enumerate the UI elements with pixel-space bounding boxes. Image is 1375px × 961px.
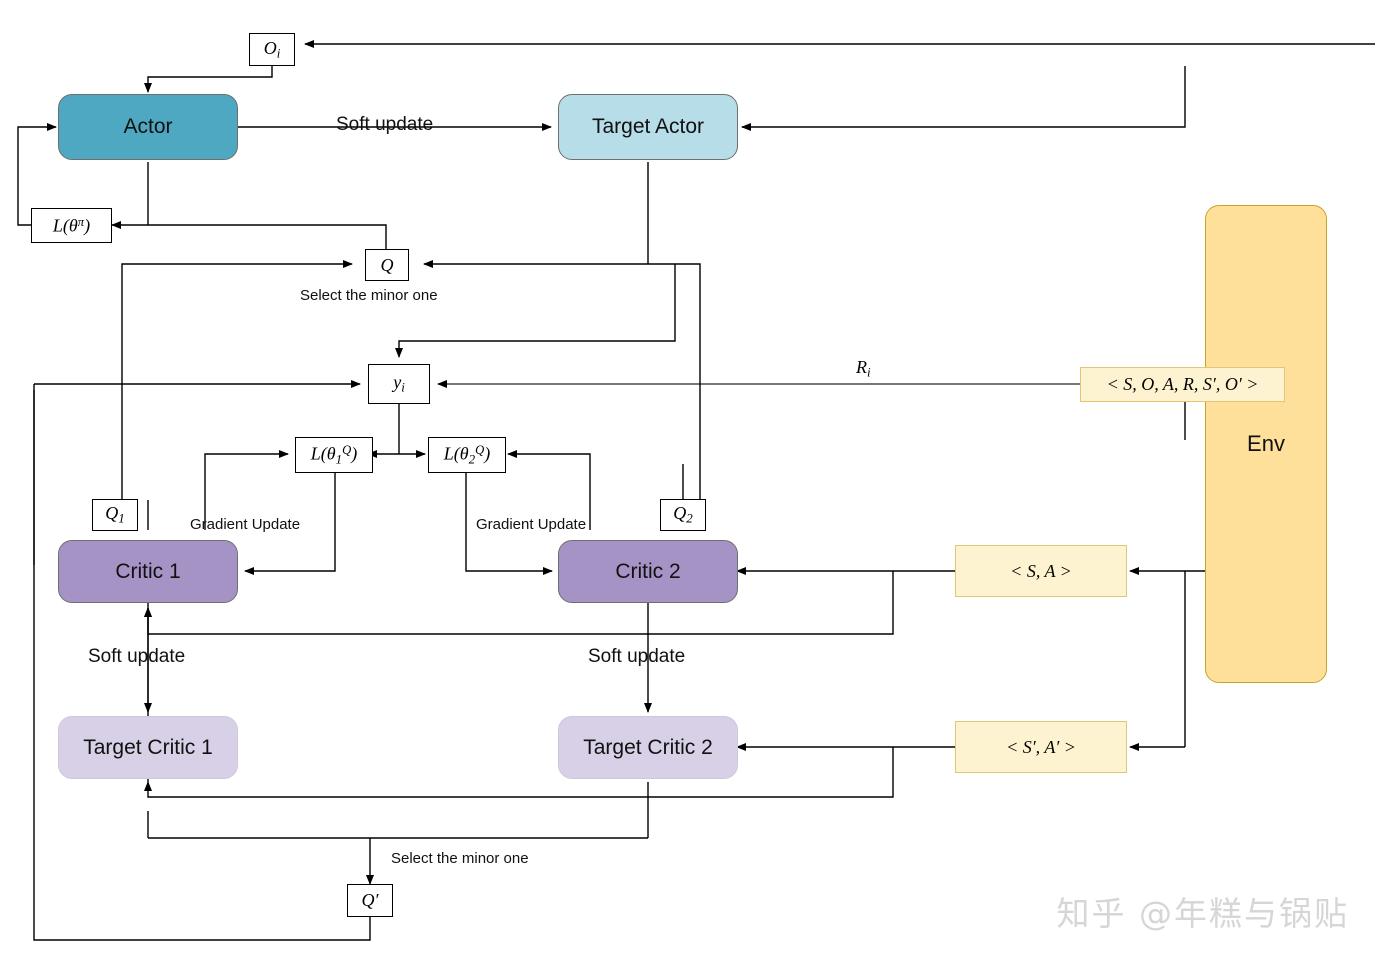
loss-q1-close: ) [351,443,358,464]
env-box-next-state-action[interactable]: < S′, A′ > [955,721,1127,773]
signal-q1-sub: 1 [118,510,125,526]
node-target-critic-1-label: Target Critic 1 [83,735,213,759]
signal-q1-label: Q [105,503,119,524]
loss-q2-close: ) [484,443,491,464]
signal-q-label: Q [380,254,394,275]
loss-q2-sub: 2 [468,451,476,467]
edge-label-gradient-update-2: Gradient Update [476,516,587,533]
env-box-state-action[interactable]: < S, A > [955,545,1127,597]
node-env[interactable]: Env [1205,205,1327,683]
loss-pi-sup: π [77,214,85,229]
env-transition-label: < S, O, A, R, S′, O′ > [1106,374,1259,394]
edge-label-soft-update-critic2: Soft update [588,646,686,667]
loss-q1-sup: Q [342,442,352,457]
loss-q1-sub: 1 [335,451,343,467]
node-target-actor[interactable]: Target Actor [558,94,738,160]
node-target-actor-label: Target Actor [591,115,705,138]
edge-label-soft-update-critic1: Soft update [88,646,186,667]
node-env-label: Env [1247,431,1285,456]
node-target-critic-2-label: Target Critic 2 [583,735,713,759]
edge-label-gradient-update-1: Gradient Update [190,516,301,533]
signal-y-sub: i [401,379,405,395]
reward-sub: i [867,364,871,380]
signal-q-prime-label: Q′ [361,890,379,910]
loss-q2-label: L(θ [443,443,469,464]
loss-q2-sup: Q [475,442,485,457]
signal-box-q2[interactable]: Q2 [660,499,706,531]
node-critic-1[interactable]: Critic 1 [58,540,238,603]
signal-y-label: y [393,372,402,393]
loss-pi-label: L(θ [52,215,78,236]
watermark: 知乎 @年糕与锅贴 [1056,894,1349,933]
signal-box-target-y[interactable]: yi [368,364,430,404]
edge-label-select-minor-bottom: Select the minor one [391,850,529,867]
node-actor-label: Actor [123,115,173,138]
loss-pi-close: ) [84,215,91,236]
signal-o-sub: i [276,45,281,61]
signal-box-actor-loss[interactable]: L(θπ) [31,208,112,243]
signal-q2-label: Q [673,503,687,524]
node-critic-2[interactable]: Critic 2 [558,540,738,603]
node-critic-2-label: Critic 2 [615,559,681,583]
signal-box-critic2-loss[interactable]: L(θ2Q) [428,437,506,473]
signal-box-critic1-loss[interactable]: L(θ1Q) [295,437,373,473]
node-target-critic-1[interactable]: Target Critic 1 [58,716,238,779]
signal-box-q[interactable]: Q [365,249,409,281]
edge-label-soft-update-actor: Soft update [336,114,434,135]
loss-q1-label: L(θ [310,443,336,464]
env-box-transition-tuple[interactable]: < S, O, A, R, S′, O′ > [1080,367,1285,402]
reward-label: R [856,357,867,377]
signal-q2-sub: 2 [686,510,693,526]
signal-box-q1[interactable]: Q1 [92,499,138,531]
node-target-critic-2[interactable]: Target Critic 2 [558,716,738,779]
edge-label-reward: Ri [856,357,871,381]
node-actor[interactable]: Actor [58,94,238,160]
signal-o-label: O [263,37,277,58]
env-sa-label: < S, A > [1010,560,1072,581]
signal-box-q-prime[interactable]: Q′ [347,884,393,917]
env-sa-prime-label: < S′, A′ > [1006,736,1076,757]
node-critic-1-label: Critic 1 [115,559,181,583]
edge-label-select-minor-top: Select the minor one [300,287,438,304]
signal-box-observation[interactable]: Oi [249,33,295,66]
